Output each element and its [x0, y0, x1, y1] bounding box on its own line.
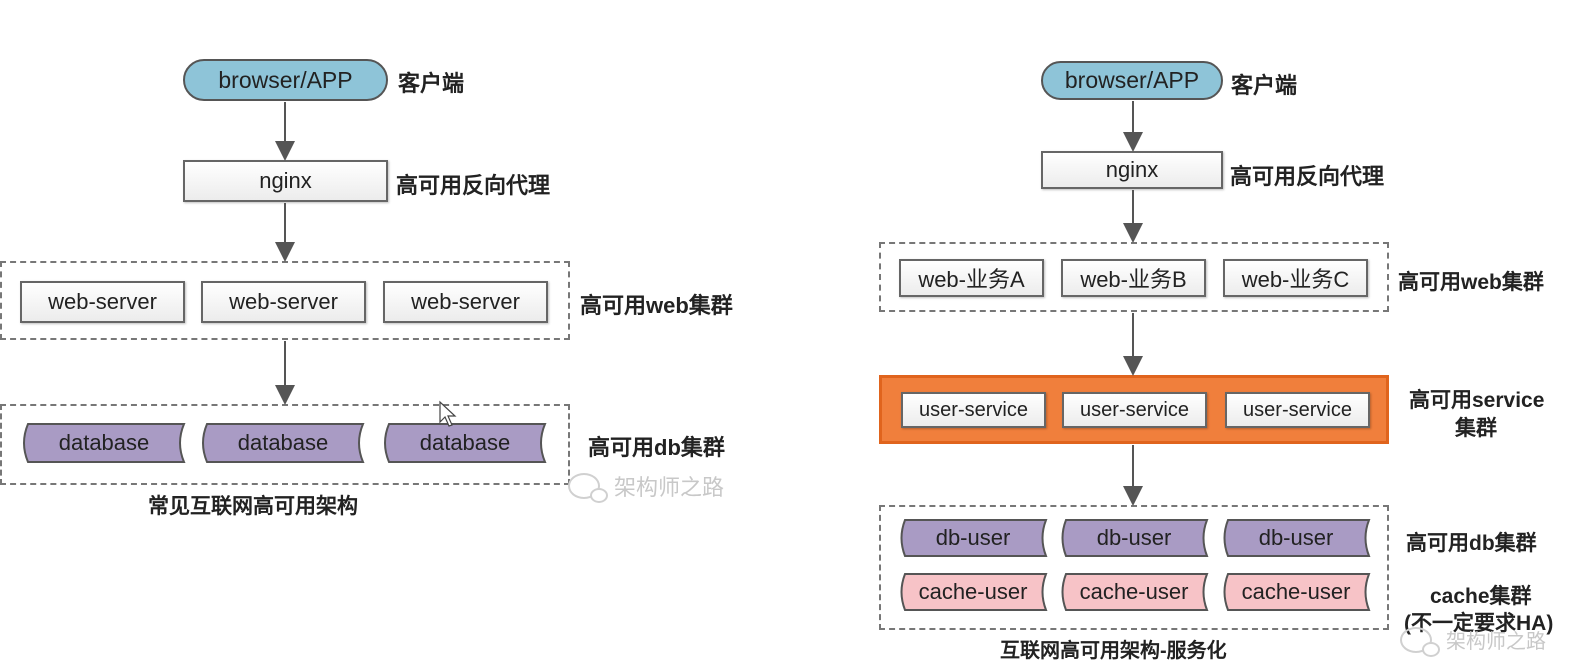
left-db-node-3: database	[384, 423, 547, 463]
left-nginx-node-text: nginx	[259, 168, 312, 193]
right-db-node-1-text: db-user	[936, 525, 1011, 550]
mouse-cursor-icon	[439, 400, 457, 427]
left-db-cluster-label: 高可用db集群	[588, 435, 725, 460]
right-db-node-3-text: db-user	[1259, 525, 1334, 550]
right-web-node-2-text: web-业务B	[1080, 267, 1187, 292]
wechat-icon	[568, 473, 608, 503]
right-web-cluster	[879, 242, 1389, 312]
right-web-node-2: web-业务B	[1061, 259, 1206, 297]
left-web-node-2-text: web-server	[229, 289, 338, 314]
right-db-node-2-text: db-user	[1097, 525, 1172, 550]
left-web-cluster	[0, 261, 570, 340]
right-web-cluster-label: 高可用web集群	[1398, 271, 1544, 294]
right-db-node-1: db-user	[900, 519, 1048, 557]
left-client-node-text: browser/APP	[218, 66, 353, 93]
left-web-node-3: web-server	[383, 281, 548, 323]
left-web-node-1: web-server	[20, 281, 185, 323]
right-db-node-2: db-user	[1061, 519, 1209, 557]
left-db-node-1: database	[23, 423, 186, 463]
left-db-node-2: database	[202, 423, 365, 463]
right-web-node-1: web-业务A	[899, 259, 1044, 297]
left-web-node-1-text: web-server	[48, 289, 157, 314]
right-nginx-node: nginx	[1041, 151, 1223, 189]
left-client-node: browser/APP	[183, 59, 388, 101]
left-caption: 常见互联网高可用架构	[148, 495, 358, 518]
left-db-node-3-text: database	[420, 430, 511, 455]
right-watermark: 架构师之路	[1400, 625, 1546, 657]
right-cache-label-1: cache集群	[1430, 585, 1532, 608]
left-watermark-text: 架构师之路	[614, 475, 725, 500]
right-client-label: 客户端	[1231, 73, 1298, 98]
right-service-label-2: 集群	[1455, 417, 1497, 440]
left-web-node-3-text: web-server	[411, 289, 520, 314]
left-db-cluster	[0, 404, 570, 485]
right-caption: 互联网高可用架构-服务化	[1000, 640, 1227, 662]
right-data-cluster	[879, 505, 1389, 630]
left-proxy-label: 高可用反向代理	[396, 173, 551, 198]
right-cache-node-2-text: cache-user	[1080, 579, 1189, 604]
right-service-node-2-text: user-service	[1080, 398, 1189, 421]
wechat-icon	[1400, 626, 1440, 657]
left-db-node-2-text: database	[238, 430, 329, 455]
right-service-node-1-text: user-service	[919, 398, 1028, 421]
right-cache-label-2: (不一定要求HA)	[1404, 612, 1554, 635]
left-db-node-1-text: database	[59, 430, 150, 455]
left-client-label: 客户端	[398, 71, 465, 96]
left-web-node-2: web-server	[201, 281, 366, 323]
right-cache-node-1-text: cache-user	[919, 579, 1028, 604]
right-web-node-1-text: web-业务A	[918, 267, 1025, 292]
right-db-node-3: db-user	[1223, 519, 1371, 557]
right-watermark-text: 架构师之路	[1446, 631, 1546, 653]
right-cache-node-1: cache-user	[900, 573, 1048, 611]
right-web-node-3-text: web-业务C	[1241, 267, 1350, 292]
left-watermark: 架构师之路	[568, 470, 725, 503]
left-web-cluster-label: 高可用web集群	[580, 293, 733, 318]
right-proxy-label: 高可用反向代理	[1230, 164, 1385, 189]
right-client-node-text: browser/APP	[1064, 67, 1200, 93]
right-cache-node-3: cache-user	[1223, 573, 1371, 611]
right-cache-node-3-text: cache-user	[1242, 579, 1351, 604]
left-nginx-node: nginx	[183, 160, 388, 202]
right-cache-node-2: cache-user	[1061, 573, 1209, 611]
right-service-label-1: 高可用service	[1409, 389, 1545, 412]
right-nginx-node-text: nginx	[1105, 157, 1159, 182]
right-client-node: browser/APP	[1041, 61, 1223, 100]
right-service-node-3-text: user-service	[1243, 398, 1352, 421]
right-web-node-3: web-业务C	[1223, 259, 1368, 297]
right-service-node-2: user-service	[1062, 392, 1207, 428]
right-db-cluster-label: 高可用db集群	[1406, 532, 1537, 555]
right-service-node-3: user-service	[1225, 392, 1370, 428]
right-service-node-1: user-service	[901, 392, 1046, 428]
